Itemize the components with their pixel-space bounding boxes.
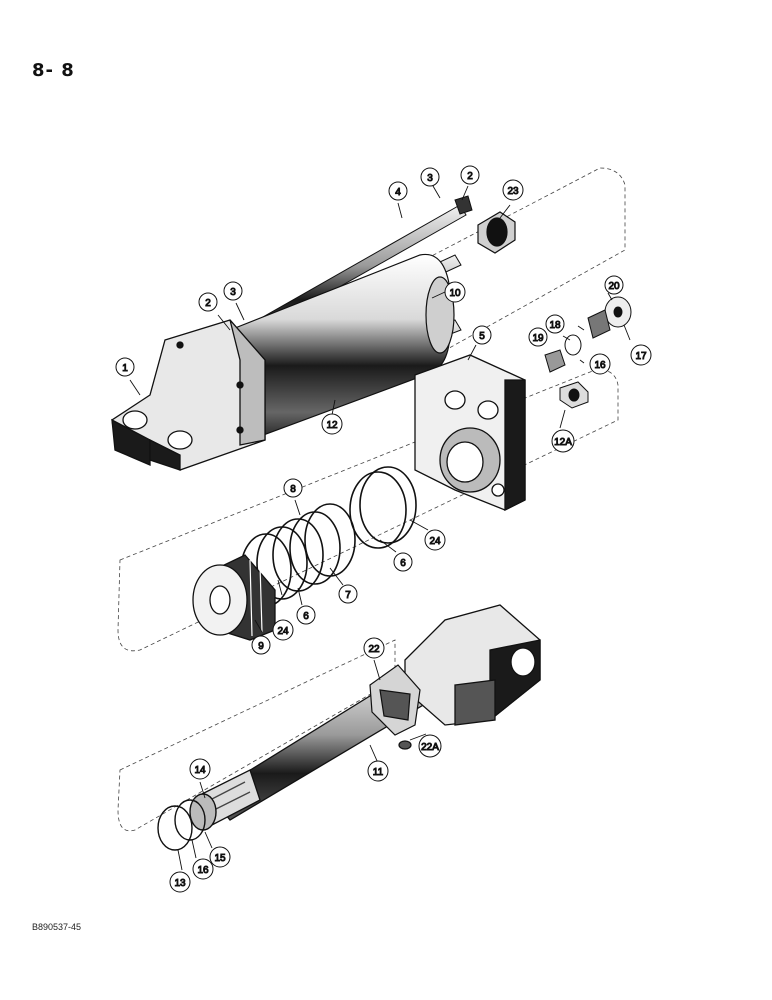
svg-text:4: 4 bbox=[395, 187, 401, 198]
rod-seal-rings bbox=[157, 793, 217, 851]
callout-14: 14 bbox=[189, 758, 211, 780]
callout-24-left: 24 bbox=[272, 619, 294, 641]
callout-16: 16 bbox=[192, 858, 214, 880]
callout-6-right: 6 bbox=[393, 552, 413, 572]
rod-clevis bbox=[404, 604, 541, 726]
callout-17: 16 bbox=[589, 353, 611, 375]
rod-guard bbox=[369, 664, 421, 750]
callout-3-side: 3 bbox=[223, 281, 243, 301]
svg-text:16: 16 bbox=[594, 360, 606, 371]
callout-2-top: 2 bbox=[460, 165, 480, 185]
cylinder-head bbox=[414, 354, 526, 512]
callouts: 1 2 3 4 23 2 3 10 5 20 18 19 17 16 12A 1… bbox=[115, 165, 652, 893]
cylinder-barrel bbox=[229, 253, 455, 441]
callout-22: 22 bbox=[363, 637, 385, 659]
svg-text:8: 8 bbox=[290, 484, 296, 495]
svg-text:13: 13 bbox=[174, 878, 186, 889]
callout-8: 8 bbox=[283, 478, 303, 498]
svg-text:19: 19 bbox=[532, 333, 544, 344]
svg-text:17: 17 bbox=[635, 351, 647, 362]
callout-20: 19 bbox=[528, 327, 548, 347]
group-outline-top bbox=[289, 167, 626, 396]
fitting-parts bbox=[544, 296, 632, 409]
svg-text:12: 12 bbox=[326, 420, 338, 431]
callout-15: 15 bbox=[209, 846, 231, 868]
callout-5: 5 bbox=[472, 325, 492, 345]
svg-text:3: 3 bbox=[427, 173, 433, 184]
svg-text:12A: 12A bbox=[554, 437, 572, 448]
callout-2-side: 2 bbox=[198, 292, 218, 312]
svg-text:24: 24 bbox=[277, 626, 289, 637]
callout-24-right: 24 bbox=[424, 529, 446, 551]
svg-text:6: 6 bbox=[400, 558, 406, 569]
callout-3-top: 3 bbox=[420, 167, 440, 187]
svg-text:22A: 22A bbox=[421, 742, 439, 753]
piston bbox=[192, 554, 276, 641]
callout-11: 11 bbox=[367, 760, 389, 782]
callout-10: 10 bbox=[444, 281, 466, 303]
callout-6-left: 6 bbox=[296, 605, 316, 625]
group-outline-bottom bbox=[117, 639, 396, 832]
svg-text:9: 9 bbox=[258, 641, 264, 652]
page-number: 8- 8 bbox=[32, 60, 75, 81]
callout-23: 23 bbox=[502, 179, 524, 201]
callout-4: 4 bbox=[388, 181, 408, 201]
figure-code: B890537-45 bbox=[32, 922, 82, 932]
svg-text:22: 22 bbox=[368, 644, 380, 655]
svg-text:1: 1 bbox=[122, 363, 128, 374]
svg-text:14: 14 bbox=[194, 765, 206, 776]
svg-text:15: 15 bbox=[214, 853, 226, 864]
callout-7: 7 bbox=[338, 584, 358, 604]
callout-22a: 22A bbox=[418, 734, 442, 758]
callout-18: 17 bbox=[630, 344, 652, 366]
svg-text:10: 10 bbox=[449, 288, 461, 299]
callout-1: 1 bbox=[115, 357, 135, 377]
callout-9: 9 bbox=[251, 635, 271, 655]
callout-19: 18 bbox=[545, 314, 565, 334]
svg-text:5: 5 bbox=[479, 331, 485, 342]
svg-text:11: 11 bbox=[373, 767, 384, 778]
svg-text:24: 24 bbox=[429, 536, 441, 547]
callout-12: 12 bbox=[321, 413, 343, 435]
callout-13: 13 bbox=[169, 871, 191, 893]
leader-lines bbox=[129, 185, 631, 871]
cylinder-base-end bbox=[111, 319, 266, 471]
svg-text:6: 6 bbox=[303, 611, 309, 622]
svg-text:20: 20 bbox=[608, 281, 620, 292]
svg-text:16: 16 bbox=[197, 865, 209, 876]
svg-text:3: 3 bbox=[230, 287, 236, 298]
svg-text:23: 23 bbox=[507, 186, 519, 197]
svg-text:2: 2 bbox=[205, 298, 211, 309]
svg-text:2: 2 bbox=[467, 171, 473, 182]
callout-12a: 12A bbox=[551, 429, 575, 453]
svg-text:7: 7 bbox=[345, 590, 351, 601]
nut-23 bbox=[477, 211, 516, 254]
svg-text:18: 18 bbox=[549, 320, 561, 331]
callout-21: 20 bbox=[604, 275, 624, 295]
